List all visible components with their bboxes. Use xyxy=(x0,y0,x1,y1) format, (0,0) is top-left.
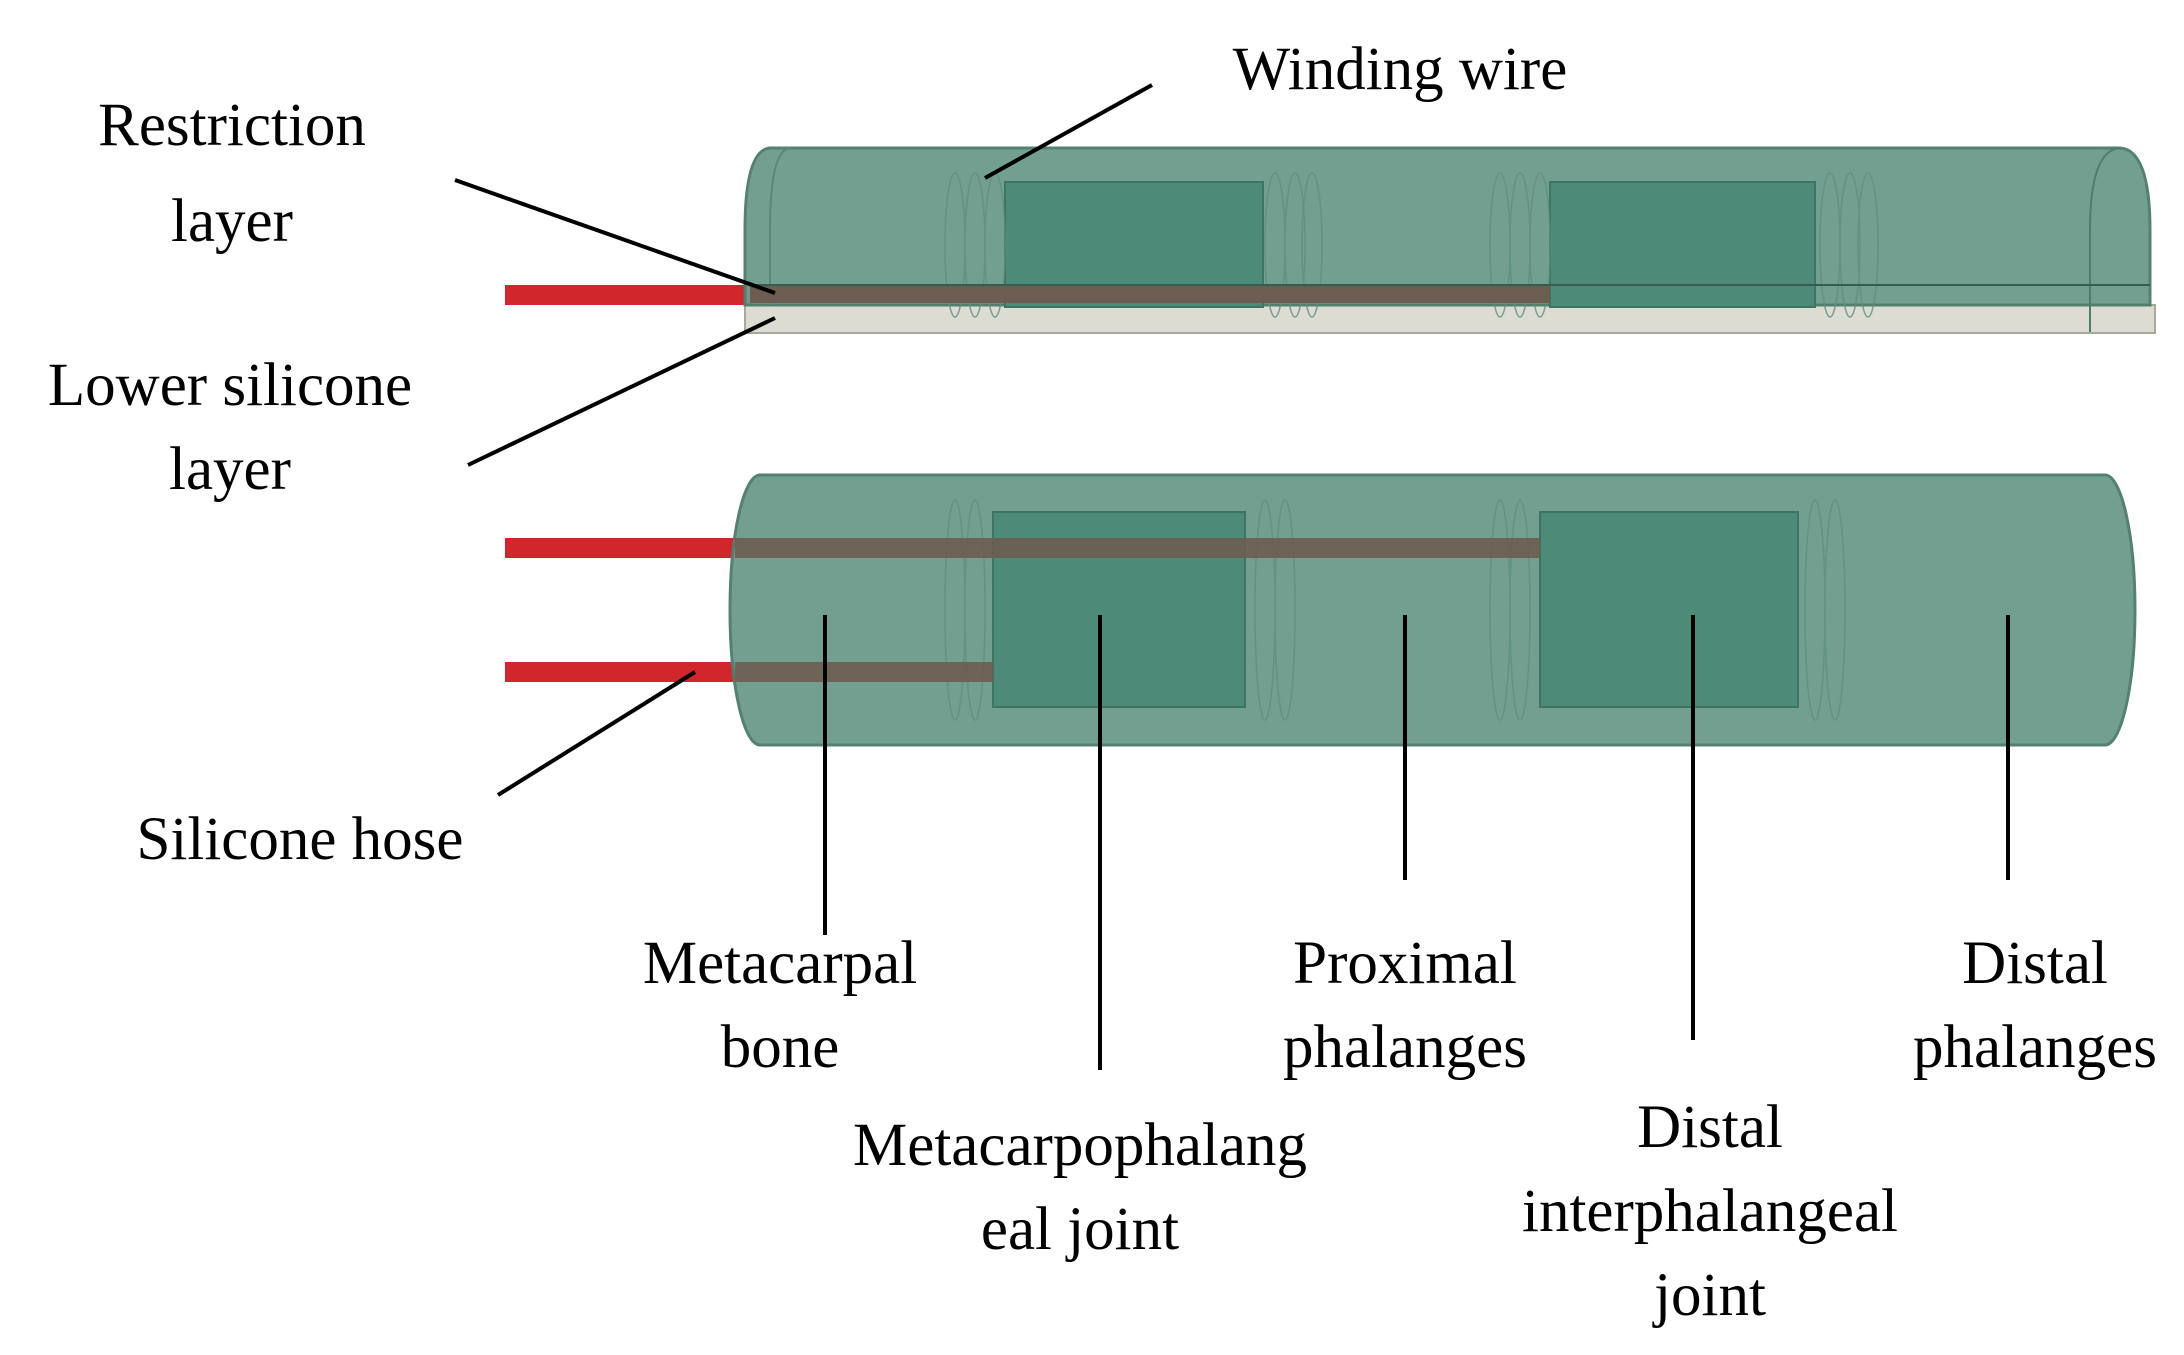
bottom-actuator-view xyxy=(505,473,2137,747)
label-proximal-line2: phalanges xyxy=(1283,1014,1527,1081)
label-mcp-line1: Metacarpophalang xyxy=(853,1112,1307,1179)
label-silicone-hose: Silicone hose xyxy=(100,798,500,882)
arrow-winding-wire xyxy=(984,83,1153,180)
label-metacarpal-line1: Metacarpal xyxy=(642,930,918,997)
top-lower-silicone-base xyxy=(744,304,2156,334)
top-winding-coil-2 xyxy=(1549,181,1816,308)
label-restriction-layer: Restriction layer xyxy=(32,84,432,264)
bottom-inner-channel-short xyxy=(735,662,993,682)
label-dip-joint: Distal interphalangeal joint xyxy=(1460,1086,1960,1338)
top-end-cap-right xyxy=(2089,147,2121,332)
arrow-lower-silicone-layer xyxy=(467,316,776,467)
label-distal-line1: Distal xyxy=(1962,930,2108,997)
label-proximal-line1: Proximal xyxy=(1293,930,1517,997)
label-dip-line2: interphalangeal xyxy=(1522,1178,1898,1245)
top-red-hose xyxy=(505,285,750,305)
arrow-restriction-layer xyxy=(454,178,776,295)
label-dip-line3: joint xyxy=(1654,1262,1766,1329)
label-metacarpal-bone: Metacarpal bone xyxy=(600,922,960,1090)
label-winding-wire: Winding wire xyxy=(1200,28,1600,112)
label-dip-line1: Distal xyxy=(1637,1094,1783,1161)
bottom-red-hose-lower xyxy=(505,662,735,682)
top-end-cap-left xyxy=(769,147,791,305)
bottom-inner-channel-long xyxy=(735,538,1540,558)
label-lower-silicone-line2: layer xyxy=(169,436,291,503)
label-winding-wire-text: Winding wire xyxy=(1232,36,1568,103)
label-proximal-phalanges: Proximal phalanges xyxy=(1225,922,1585,1090)
top-half-cylinder-shell xyxy=(743,146,2152,307)
label-restriction-line1: Restriction xyxy=(98,92,366,159)
label-mcp-line2: eal joint xyxy=(980,1196,1180,1263)
bottom-winding-coil-2 xyxy=(1539,511,1799,708)
top-restriction-layer xyxy=(750,285,1550,303)
label-silicone-hose-text: Silicone hose xyxy=(136,806,464,873)
arrow-silicone-hose xyxy=(496,670,697,797)
label-restriction-line2: layer xyxy=(171,188,293,255)
annotation-arrows xyxy=(454,83,2010,1070)
bottom-red-hose-upper xyxy=(505,538,735,558)
bottom-coil-rings xyxy=(944,499,1846,721)
label-lower-silicone-line1: Lower silicone xyxy=(47,352,413,419)
label-distal-line2: phalanges xyxy=(1913,1014,2157,1081)
label-lower-silicone-layer: Lower silicone layer xyxy=(0,344,460,512)
label-mcp-joint: Metacarpophalang eal joint xyxy=(800,1104,1360,1272)
label-distal-phalanges: Distal phalanges xyxy=(1855,922,2184,1090)
label-metacarpal-line2: bone xyxy=(720,1014,840,1081)
top-actuator-view xyxy=(505,146,2156,334)
bottom-cylinder-shell xyxy=(728,473,2137,747)
